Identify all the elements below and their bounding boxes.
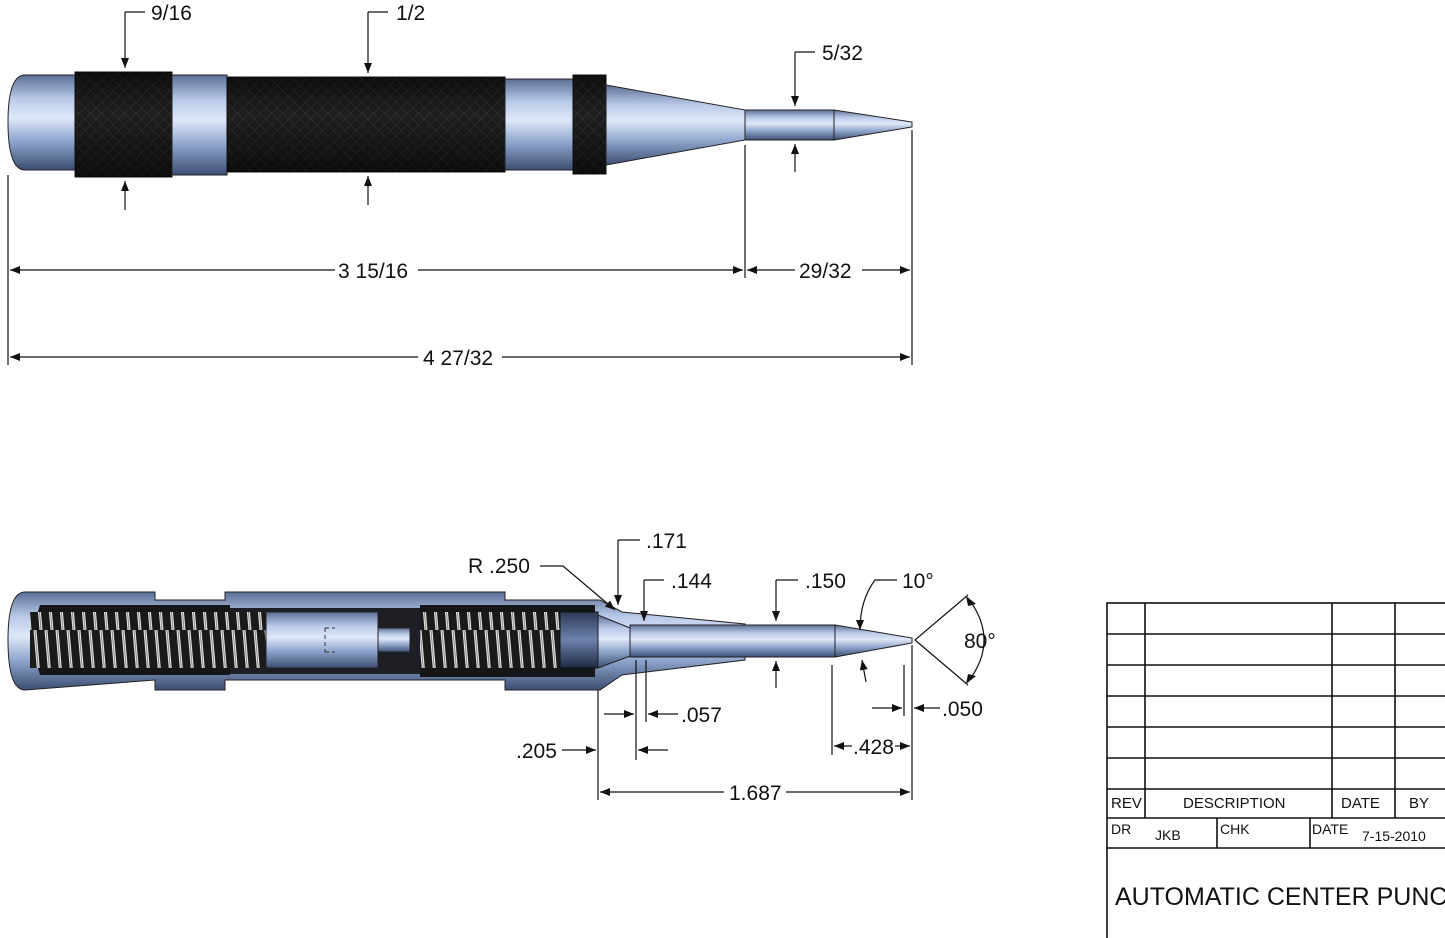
tb-date-value: 7-15-2010 [1362,828,1426,844]
dim-144-label: .144 [671,570,712,593]
dim-1-687: 1.687 [600,782,910,805]
tb-chk-label: CHK [1220,821,1250,837]
dim-144: .144 [640,570,712,621]
dim-4-27-32-label: 4 27/32 [423,347,493,370]
dim-205-label: .205 [516,740,557,763]
tb-date-label: DATE [1341,795,1380,812]
punch-section-view [7,591,913,691]
dim-057-label: .057 [681,704,722,727]
drawing-title: AUTOMATIC CENTER PUNCH [1115,883,1445,911]
dim-057: .057 [604,704,722,727]
dim-205: .205 [516,740,668,763]
dim-angle-10: 10° [856,570,934,683]
dim-1-2: 1/2 [364,2,425,205]
dim-r-250: R .250 [468,555,616,611]
dim-3-15-16: 3 15/16 [10,260,743,283]
dim-428: .428 [834,736,910,759]
dim-r-250-label: R .250 [468,555,530,578]
dim-5-32-label: 5/32 [822,42,863,65]
dim-1-2-label: 1/2 [396,2,425,25]
tb-description-label: DESCRIPTION [1183,795,1286,812]
dim-angle-10-label: 10° [902,570,934,593]
dim-1-687-label: 1.687 [729,782,782,805]
dim-4-27-32: 4 27/32 [10,347,910,370]
dim-150: .150 [772,570,846,688]
tb-dr-value: JKB [1155,827,1181,843]
tb-dr-label: DR [1111,821,1131,837]
tb-by-label: BY [1409,795,1429,812]
dim-050: .050 [872,698,983,721]
dim-29-32-label: 29/32 [799,260,852,283]
tb-rev-label: REV [1111,795,1142,812]
dim-3-15-16-label: 3 15/16 [338,260,408,283]
punch-exterior-view [7,71,913,178]
dim-5-32: 5/32 [791,42,863,172]
dim-angle-80: 80° [914,594,996,686]
dim-171: .171 [614,530,687,605]
dim-050-label: .050 [942,698,983,721]
dim-171-label: .171 [646,530,687,553]
dim-29-32: 29/32 [747,260,910,283]
dim-428-label: .428 [853,736,894,759]
dim-150-label: .150 [805,570,846,593]
dim-angle-80-label: 80° [964,630,996,653]
dim-9-16-label: 9/16 [151,2,192,25]
title-block: REV DESCRIPTION DATE BY DR JKB CHK DATE … [1106,602,1445,938]
tb-date-field-label: DATE [1312,821,1348,837]
dim-9-16: 9/16 [121,2,192,210]
